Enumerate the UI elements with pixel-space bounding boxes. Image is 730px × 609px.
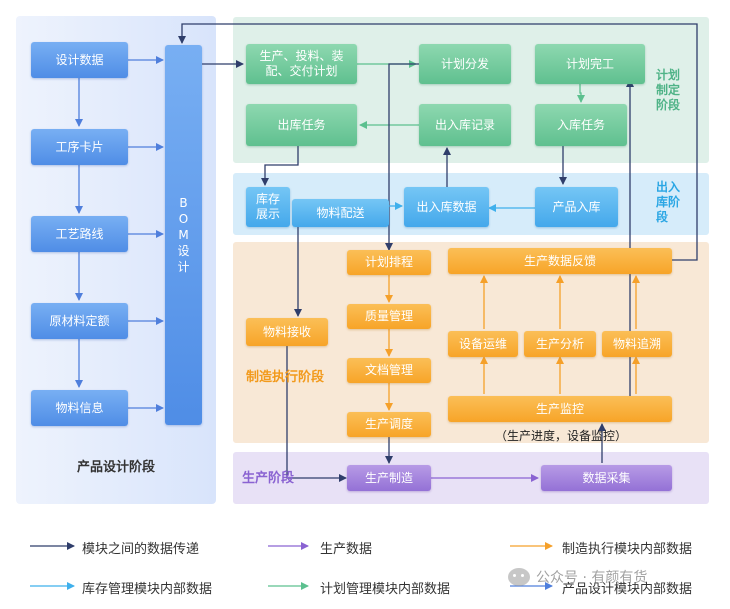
data-collect-box[interactable]: 数据采集 [541, 465, 672, 491]
wechat-icon [508, 568, 530, 586]
io-data-box[interactable]: 出入库数据 [404, 187, 489, 227]
legend-item-warehouse-internal: 库存管理模块内部数据 [82, 582, 213, 597]
production-inbound-box[interactable]: 产品入库 [535, 187, 618, 227]
production-stage-label: 生产阶段 [242, 471, 295, 486]
inbound-task-box[interactable]: 入库任务 [535, 104, 627, 146]
analysis-box[interactable]: 生产分析 [524, 331, 596, 357]
material-receive-box[interactable]: 物料接收 [246, 318, 328, 346]
warehouse-stage-label: 出入 库阶 段 [656, 180, 681, 224]
plan-complete-box[interactable]: 计划完工 [535, 44, 645, 84]
watermark: 公众号 · 有颜有货 [508, 567, 647, 587]
material-info-box[interactable]: 物料信息 [31, 390, 128, 426]
io-record-box[interactable]: 出入库记录 [419, 104, 511, 146]
monitor-note: （生产进度，设备监控） [494, 429, 627, 443]
legend-item-production-data: 生产数据 [320, 542, 373, 557]
production-plan-box[interactable]: 生产、投料、装 配、交付计划 [246, 44, 357, 84]
material-delivery-box[interactable]: 物料配送 [292, 199, 389, 227]
outbound-task-box[interactable]: 出库任务 [246, 104, 357, 146]
legend-item-design-internal: 产品设计模块内部数据 [562, 582, 693, 597]
device-ops-box[interactable]: 设备运维 [448, 331, 518, 357]
design-stage-label: 产品设计阶段 [76, 460, 155, 475]
monitor-box[interactable]: 生产监控 [448, 396, 672, 422]
mes-stage-label: 制造执行阶段 [246, 370, 325, 385]
document-box[interactable]: 文档管理 [347, 358, 431, 383]
dispatch-box[interactable]: 生产调度 [347, 412, 431, 437]
legend-item-module-transfer: 模块之间的数据传递 [82, 542, 200, 557]
feedback-box[interactable]: 生产数据反馈 [448, 248, 672, 274]
legend-item-plan-internal: 计划管理模块内部数据 [320, 582, 451, 597]
process-card-box[interactable]: 工序卡片 [31, 129, 128, 165]
legend-item-mes-internal: 制造执行模块内部数据 [562, 542, 693, 557]
plan-dispatch-box[interactable]: 计划分发 [419, 44, 511, 84]
design-data-box[interactable]: 设计数据 [31, 42, 128, 78]
bom-design-box[interactable]: B O M 设 计 [165, 45, 202, 425]
schedule-box[interactable]: 计划排程 [347, 250, 431, 275]
manufacture-box[interactable]: 生产制造 [347, 465, 431, 491]
quality-box[interactable]: 质量管理 [347, 304, 431, 329]
plan-stage-label: 计划 制定 阶段 [656, 68, 681, 112]
trace-box[interactable]: 物料追溯 [602, 331, 672, 357]
material-quota-box[interactable]: 原材料定额 [31, 303, 128, 339]
inventory-display-box[interactable]: 库存 展示 [246, 187, 290, 227]
process-route-box[interactable]: 工艺路线 [31, 216, 128, 252]
